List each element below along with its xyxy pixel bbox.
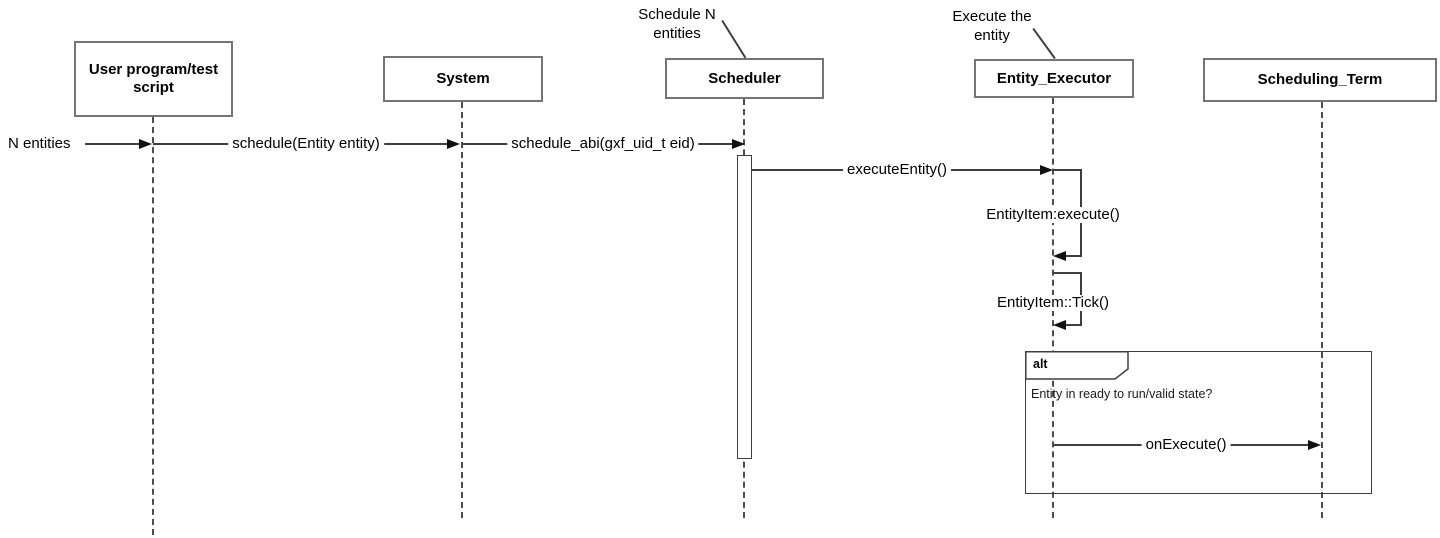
annotation-schedule-n-entities: Schedule N entities [638,6,716,42]
arrowhead-execute-entity [1040,165,1053,175]
alt-guard-condition: Entity in ready to run/valid state? [1031,387,1213,401]
arrowhead-entityitem-tick [1053,320,1066,330]
annotation-leader-execute [1032,28,1056,59]
arrowhead-entityitem-execute [1053,251,1066,261]
message-line-n-entities [85,143,139,145]
message-label-entityitem-execute: EntityItem:execute() [982,207,1124,223]
arrowhead-schedule [447,139,460,149]
lifeline-system [461,102,463,518]
self-message-top-tick [1053,272,1082,274]
message-label-execute-entity: executeEntity() [842,162,952,178]
annotation-execute-the-entity: Execute the entity [952,8,1032,44]
alt-operator-label: alt [1033,357,1048,371]
self-message-bottom-execute [1066,255,1082,257]
message-label-entityitem-tick: EntityItem::Tick() [993,295,1113,311]
activation-bar-scheduler [737,155,752,459]
lifeline-head-system: System [383,56,543,102]
annotation-leader-schedule [721,20,747,59]
alt-fragment-tab [1025,351,1129,380]
lifeline-head-scheduling-term: Scheduling_Term [1203,58,1437,102]
arrowhead-on-execute [1308,440,1321,450]
lifeline-head-scheduler: Scheduler [665,58,824,99]
alt-fragment-frame [1025,351,1372,494]
lifeline-scheduling-term [1321,102,1323,518]
message-label-n-entities: N entities [8,135,71,152]
message-label-schedule-abi: schedule_abi(gxf_uid_t eid) [507,136,699,152]
message-label-schedule: schedule(Entity entity) [228,136,384,152]
self-message-bottom-tick [1066,324,1082,326]
lifeline-head-entity-executor: Entity_Executor [974,59,1134,98]
message-label-on-execute: onExecute() [1141,437,1231,453]
self-message-top-execute [1053,169,1082,171]
arrowhead-n-entities [139,139,152,149]
lifeline-head-user-program: User program/test script [74,41,233,117]
arrowhead-schedule-abi [732,139,745,149]
lifeline-user-program [152,117,154,535]
